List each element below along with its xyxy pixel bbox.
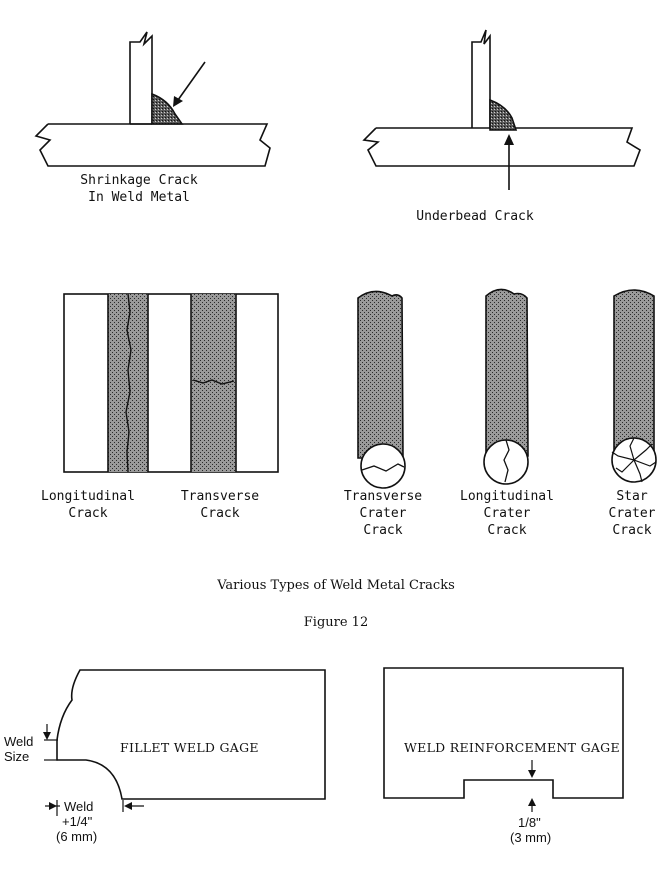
longitudinal-crater-line2: Crater bbox=[483, 506, 531, 521]
longitudinal-crack-label: Longitudinal Crack bbox=[30, 488, 146, 522]
longitudinal-crater-line1: Longitudinal bbox=[460, 489, 554, 504]
transverse-crack-line bbox=[192, 379, 235, 385]
weld-size-line2: Size bbox=[4, 749, 30, 764]
figure-caption-number: Figure 12 bbox=[303, 615, 369, 630]
longitudinal-crack-line bbox=[125, 293, 132, 473]
shrinkage-crack-line2: In Weld Metal bbox=[88, 190, 190, 205]
star-crater-line3: Crack bbox=[612, 523, 652, 538]
transverse-crater-label: Transverse Crater Crack bbox=[330, 488, 436, 539]
weld-reinforcement-gage bbox=[383, 667, 624, 812]
underbead-crack-label: Underbead Crack bbox=[416, 209, 534, 224]
transverse-crater-line1: Transverse bbox=[343, 489, 423, 504]
fillet-gage-title: FILLET WELD GAGE bbox=[120, 740, 259, 755]
star-crater-line2: Crater bbox=[608, 506, 656, 521]
transverse-crack-line1: Transverse bbox=[180, 489, 260, 504]
longitudinal-crater-crack bbox=[483, 288, 529, 485]
transverse-crater-line3: Crack bbox=[363, 523, 403, 538]
longitudinal-crack-line2: Crack bbox=[68, 506, 108, 521]
star-crater-label: Star Crater Crack bbox=[600, 488, 664, 539]
crack-plate bbox=[63, 293, 279, 473]
star-crater-line1: Star bbox=[616, 489, 648, 504]
weld-label: Weld bbox=[64, 799, 94, 814]
shrinkage-crack-joint bbox=[34, 31, 271, 167]
reinforcement-gage-title: WELD REINFORCEMENT GAGE bbox=[404, 740, 620, 755]
reinforcement-dim-label: 1/8" bbox=[518, 815, 541, 830]
weld-plus-label: +1/4" bbox=[62, 814, 93, 829]
transverse-crack-label: Transverse Crack bbox=[170, 488, 270, 522]
star-crater-crack bbox=[611, 289, 657, 483]
underbead-crack-joint bbox=[362, 29, 641, 190]
longitudinal-crater-label: Longitudinal Crater Crack bbox=[448, 488, 566, 539]
longitudinal-crater-line3: Crack bbox=[487, 523, 527, 538]
weld-size-line1: Weld bbox=[4, 734, 34, 749]
weld-size-label: Weld Size bbox=[4, 734, 33, 764]
transverse-crack-line2: Crack bbox=[200, 506, 240, 521]
reinforcement-metric-label: (3 mm) bbox=[510, 830, 552, 845]
shrinkage-crack-line1: Shrinkage Crack bbox=[80, 173, 198, 188]
shrinkage-crack-label: Shrinkage Crack In Weld Metal bbox=[64, 172, 214, 206]
weld-metric-label: (6 mm) bbox=[56, 829, 98, 844]
transverse-crater-crack bbox=[357, 290, 406, 489]
longitudinal-crack-line1: Longitudinal bbox=[41, 489, 135, 504]
fillet-weld-gage bbox=[43, 669, 326, 816]
transverse-crater-line2: Crater bbox=[359, 506, 407, 521]
figure-caption-title: Various Types of Weld Metal Cracks bbox=[217, 578, 455, 593]
